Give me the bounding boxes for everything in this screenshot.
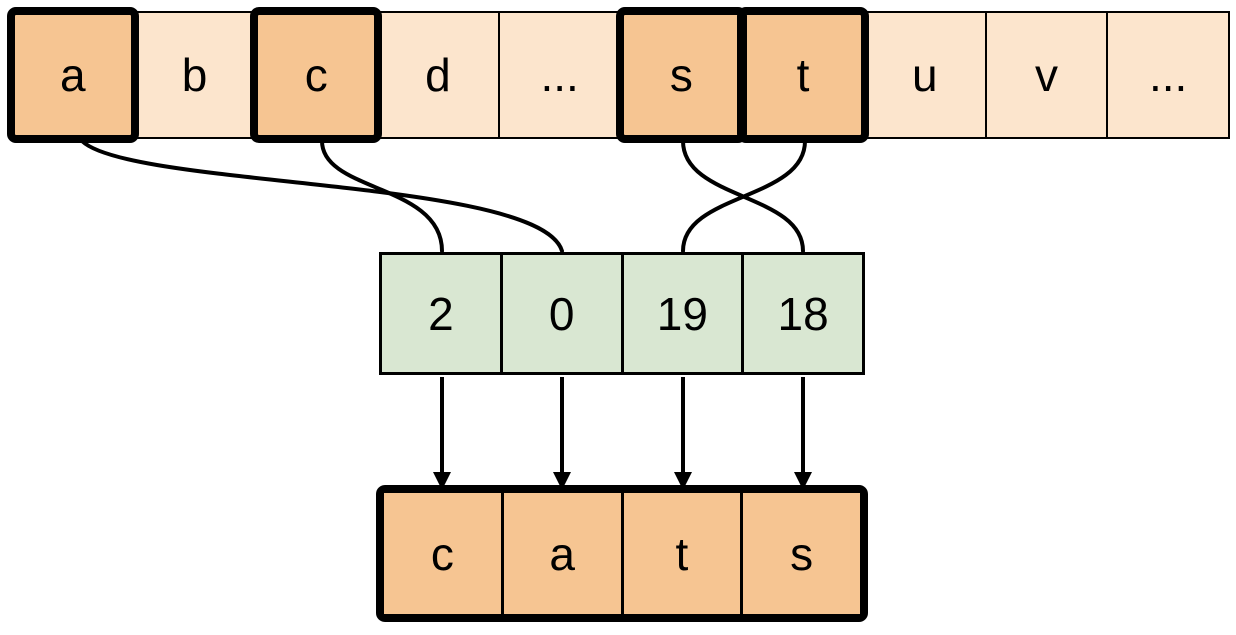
word-cell-t: t	[620, 493, 741, 614]
arrow-index-0-to-a	[553, 377, 571, 490]
index-cell-19: 19	[620, 255, 742, 372]
alphabet-cell-ellipsis-2: ...	[1106, 13, 1229, 137]
index-array-row: 2 0 19 18	[379, 252, 865, 375]
word-cell-a: a	[500, 493, 621, 614]
alphabet-array-row: a b c d ... s t u v ...	[7, 7, 1230, 143]
alphabet-cell-s: s	[615, 7, 747, 143]
index-cell-2: 2	[382, 255, 500, 372]
alphabet-cell-a: a	[7, 7, 139, 143]
alphabet-cell-c: c	[250, 7, 382, 143]
alphabet-cell-b: b	[132, 13, 255, 137]
word-cell-c: c	[384, 493, 501, 614]
mapping-curve-t-to-19	[681, 139, 807, 253]
alphabet-cell-d: d	[376, 13, 498, 137]
index-cell-18: 18	[741, 255, 862, 372]
mapping-curve-a-to-0	[80, 139, 564, 253]
word-array-row: c a t s	[376, 485, 868, 622]
alphabet-cell-ellipsis-1: ...	[497, 13, 620, 137]
arrow-index-2-to-c	[433, 377, 451, 490]
arrow-index-18-to-s	[794, 377, 812, 490]
index-cell-0: 0	[499, 255, 621, 372]
arrow-index-19-to-t	[674, 377, 692, 490]
alphabet-cell-t: t	[737, 7, 869, 143]
mapping-curve-c-to-2	[320, 139, 444, 253]
word-cell-s: s	[740, 493, 860, 614]
alphabet-cell-v: v	[984, 13, 1107, 137]
alphabet-cell-u: u	[862, 13, 985, 137]
mapping-curve-s-to-18	[681, 139, 805, 253]
